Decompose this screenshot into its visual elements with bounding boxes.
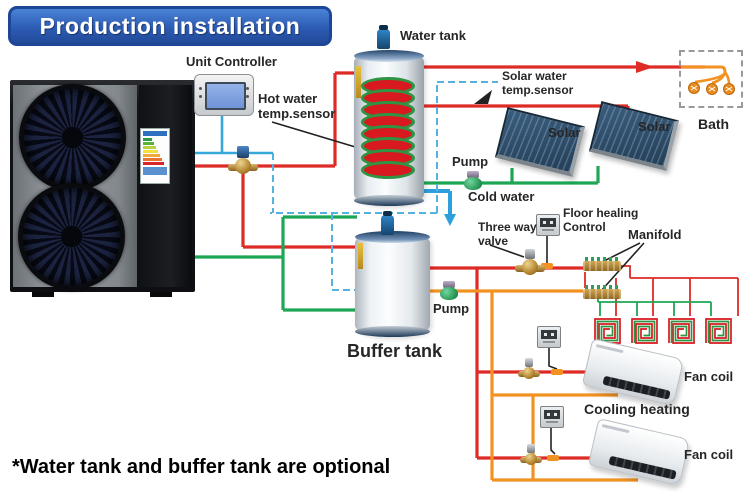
floor-heating-coil: [631, 318, 658, 344]
unit-controller-label: Unit Controller: [186, 54, 277, 69]
cooling-heating-label: Cooling heating: [584, 401, 690, 417]
tank-rim: [354, 50, 424, 62]
manifold-bar: [583, 257, 621, 271]
pipe-heatpump-return: [195, 215, 357, 312]
zone-valve-fitting: [541, 263, 553, 269]
pipe-heatpump-to-watertank: [195, 71, 357, 168]
heat-exchanger-coil: [361, 77, 417, 179]
water-tank: [354, 50, 424, 206]
solar-sensor-icon: [474, 90, 492, 104]
fan-coil-label-bottom: Fan coil: [684, 447, 734, 462]
buffer-pump-label: Pump: [433, 301, 470, 316]
pipe-valve-to-buffertank: [241, 166, 357, 249]
tank-rim: [355, 326, 430, 337]
floor-heating-control-label: Floor healing Control: [563, 206, 639, 234]
flow-arrow-bath: [636, 61, 654, 73]
floor-heating-coil: [668, 318, 695, 344]
three-way-valve-label: Three way valve: [478, 220, 537, 248]
solar-pump-icon: [464, 171, 482, 190]
fan-icon: [19, 84, 126, 191]
tank-rim: [355, 231, 430, 243]
three-way-valve-main: [228, 146, 258, 175]
buffer-pump-icon: [440, 281, 458, 300]
pointer-hot-water-sensor: [271, 121, 363, 150]
bath-label: Bath: [698, 116, 730, 132]
controller-screen: [205, 82, 246, 110]
flow-arrow-cold: [444, 214, 456, 226]
solar-water-sensor-label: Solar water temp.sensor: [502, 69, 574, 97]
title-banner: Production installation: [8, 6, 332, 46]
bath-zone: [679, 50, 743, 108]
solar-label-left: Solar: [548, 125, 581, 140]
fancoil2-valve: [520, 444, 542, 466]
zone-valve-fitting: [551, 369, 563, 375]
signal-wiring: [270, 81, 498, 291]
tank-sensor-strip: [356, 66, 361, 98]
footnote: *Water tank and buffer tank are optional: [12, 456, 391, 478]
buffer-tank-valve: [381, 211, 394, 235]
energy-label: [140, 128, 170, 184]
shower-head-icon: [706, 83, 718, 95]
unit-controller-device: [194, 74, 254, 116]
heat-pump-unit: [10, 80, 195, 297]
shower-head-icon: [723, 83, 735, 95]
pipe-solar-return: [395, 166, 600, 185]
fancoil1-valve: [518, 358, 540, 380]
cold-water-label: Cold water: [468, 189, 535, 204]
heat-pump-foot: [32, 292, 54, 297]
tank-sensor-strip: [358, 243, 363, 269]
fan-coil-label-top: Fan coil: [684, 369, 734, 384]
page-title: Production installation: [39, 12, 301, 39]
heat-pump-side-panel: [139, 85, 192, 287]
manifold-label: Manifold: [628, 227, 682, 242]
hot-water-sensor-label: Hot water temp.sensor: [258, 91, 336, 121]
pointer-three-way-valve: [489, 244, 525, 258]
buffer-tank: [355, 231, 430, 337]
heat-pump-foot: [150, 292, 172, 297]
thermostat-cables: [546, 234, 558, 455]
fancoil1-thermostat: [537, 326, 561, 348]
wire-controller: [195, 114, 273, 155]
manifold-bar: [583, 285, 621, 299]
solar-pump-label: Pump: [452, 154, 489, 169]
buffer-tank-label: Buffer tank: [347, 341, 443, 361]
shower-head-icon: [688, 82, 700, 94]
floor-loop-green: [597, 296, 712, 316]
fancoil2-thermostat: [540, 406, 564, 428]
floor-heating-coil: [705, 318, 732, 344]
shower-heads: [681, 65, 735, 95]
water-tank-label: Water tank: [400, 28, 466, 43]
fan-icon: [18, 183, 125, 290]
water-tank-valve: [377, 25, 390, 49]
zone-valve-fitting: [547, 455, 559, 461]
tank-rim: [354, 195, 424, 206]
solar-label-right: Solar: [638, 119, 671, 134]
floor-heating-thermostat: [536, 214, 560, 236]
three-way-valve: [515, 249, 545, 276]
